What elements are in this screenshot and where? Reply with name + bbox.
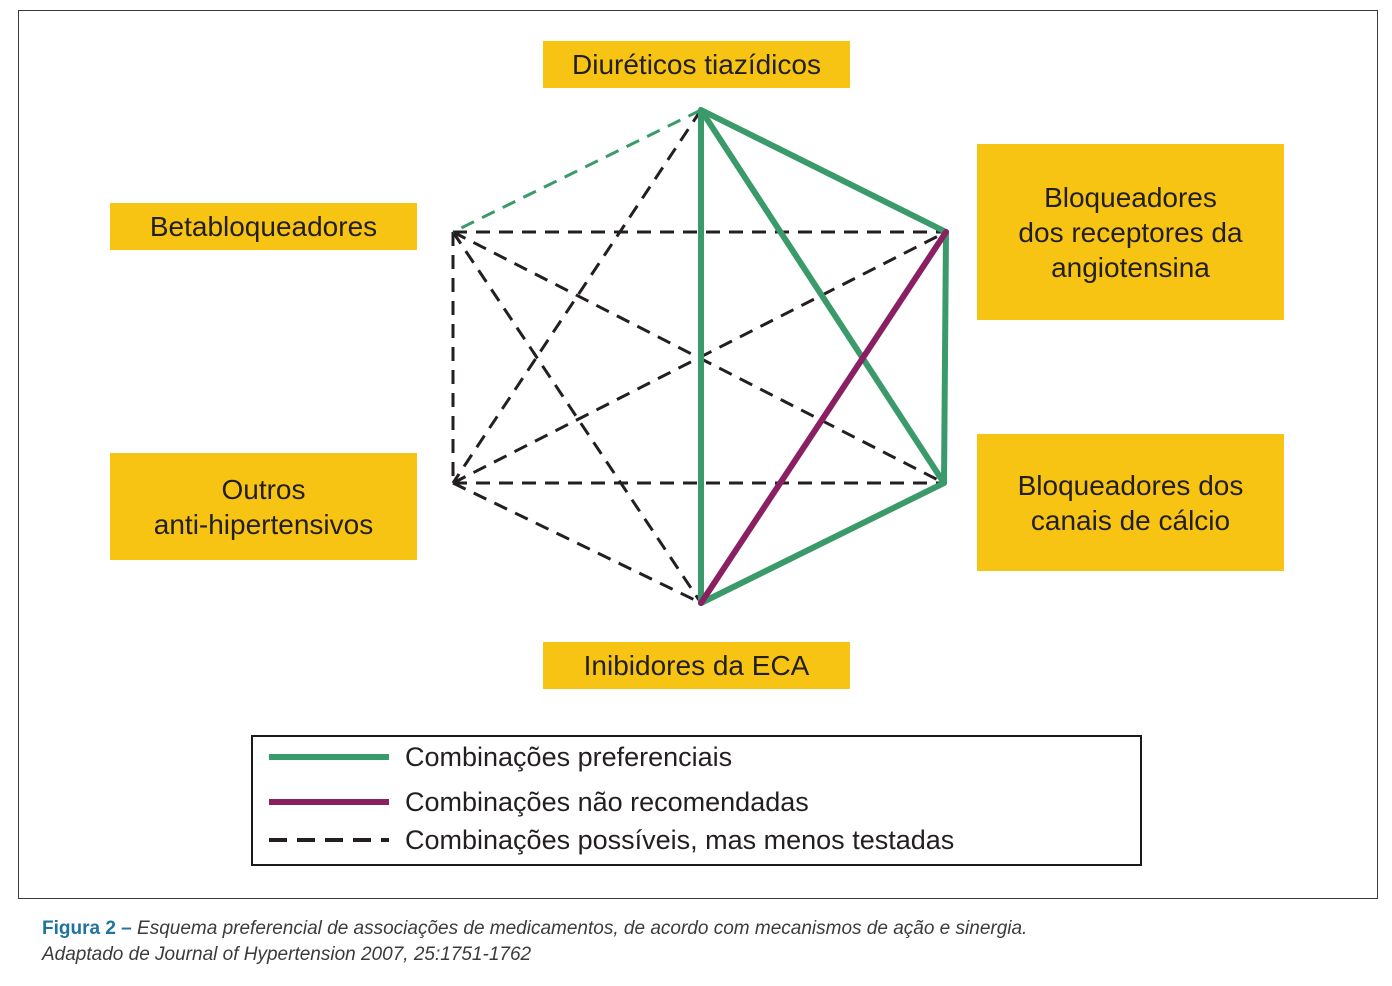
edge-diureticos-bcc [698, 107, 947, 486]
legend-label: Combinações não recomendadas [405, 787, 809, 817]
legend-label: Combinações possíveis, mas menos testada… [405, 825, 955, 855]
node-inibidores-eca: Inibidores da ECA [543, 642, 850, 689]
legend: Combinações preferenciais Combinações nã… [251, 735, 1142, 866]
node-bloqueadores-receptores-angiotensina: Bloqueadores dos receptores da angiotens… [977, 144, 1284, 320]
figure-caption: Figura 2 – Esquema preferencial de assoc… [42, 916, 1027, 968]
legend-swatch-not-recommended [269, 799, 389, 805]
node-outros-anti-hipertensivos: Outros anti-hipertensivos [110, 453, 417, 560]
figure-frame [18, 10, 1378, 899]
edge-bra-bcc [941, 229, 949, 486]
edge-betabloqueadores-eca [451, 231, 703, 604]
edge-bra-eca [698, 229, 949, 606]
legend-item-preferenciais: Combinações preferenciais [253, 739, 1140, 775]
caption-source: Adaptado de Journal of Hypertension 2007… [42, 944, 532, 965]
edge-outros-eca [452, 481, 702, 605]
legend-item-nao-recomendadas: Combinações não recomendadas [253, 784, 1140, 820]
node-diureticos-tiazidicos: Diuréticos tiazídicos [543, 41, 850, 88]
legend-label: Combinações preferenciais [405, 742, 733, 772]
legend-swatch-possible [269, 838, 389, 842]
edge-diureticos-betabloqueadores [452, 108, 702, 234]
edge-bcc-eca [698, 480, 947, 606]
edge-diureticos-bra [698, 107, 949, 235]
edge-diureticos-outros [451, 109, 703, 484]
node-bloqueadores-canais-calcio: Bloqueadores dos canais de cálcio [977, 434, 1284, 571]
caption-text: Esquema preferencial de associações de m… [137, 918, 1028, 939]
caption-label: Figura 2 – [42, 918, 132, 939]
node-betabloqueadores: Betabloqueadores [110, 203, 417, 250]
legend-swatch-preferred [269, 754, 389, 760]
legend-item-possiveis: Combinações possíveis, mas menos testada… [253, 822, 1140, 858]
